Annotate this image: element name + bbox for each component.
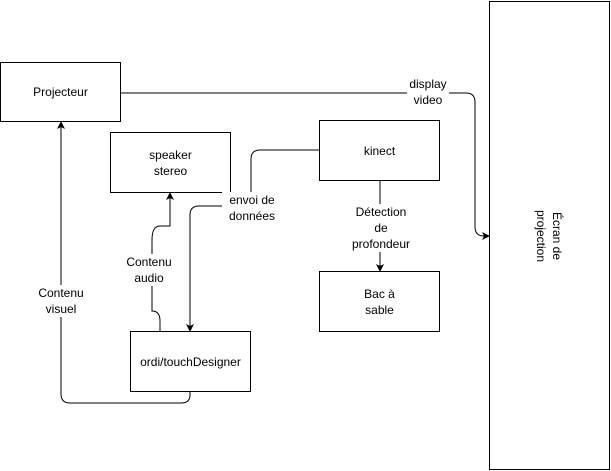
edge-label-detection-de-profondeur: Détection de profondeur [348, 204, 414, 252]
node-speaker-stereo: speaker stereo [110, 132, 231, 193]
node-projecteur-label: Projecteur [33, 85, 88, 99]
edge-label-contenu-visuel: Contenu visuel [34, 285, 88, 317]
node-speaker-label: speaker stereo [149, 147, 192, 178]
node-ordi-touchdesigner: ordi/touchDesigner [130, 331, 251, 392]
edge-ordi-to-speaker [151, 192, 174, 331]
edge-ordi-to-projecteur [57, 121, 191, 404]
edge-projecteur-to-ecran [121, 92, 490, 240]
edge-label-display-video: display video [407, 76, 449, 108]
node-ordi-label: ordi/touchDesigner [140, 354, 241, 369]
node-bac-a-sable: Bac à sable [319, 271, 440, 332]
edge-label-envoi-de-donnees: envoi de données [222, 192, 282, 224]
edge-label-contenu-audio: Contenu audio [124, 254, 174, 286]
node-ecran-de-projection: Écran de projection [489, 1, 610, 470]
node-ecran-label: Écran de projection [534, 209, 565, 262]
node-kinect-label: kinect [363, 143, 396, 158]
node-bac-label: Bac à sable [364, 286, 395, 317]
node-kinect: kinect [319, 120, 440, 181]
node-projecteur: Projecteur [0, 62, 121, 122]
